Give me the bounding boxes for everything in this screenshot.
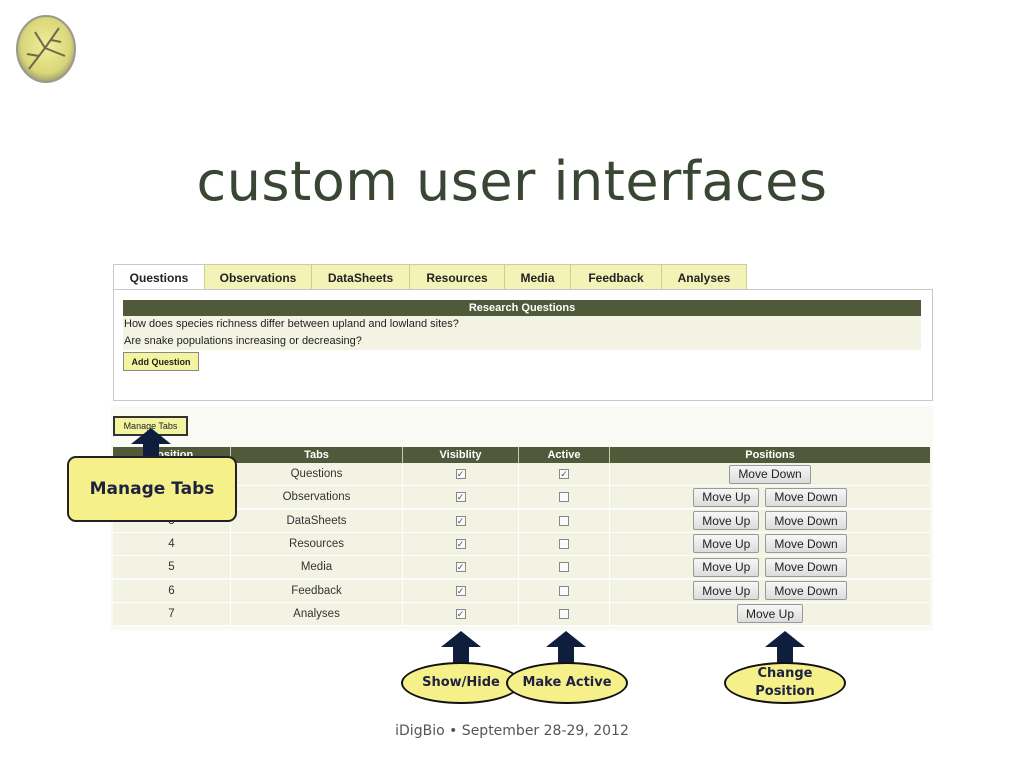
tab-name-cell: Resources <box>231 532 403 555</box>
active-checkbox[interactable] <box>559 515 569 526</box>
tab-name-cell: Media <box>231 556 403 579</box>
visibility-cell: ✓ <box>403 602 519 625</box>
active-cell <box>519 579 610 602</box>
visibility-checkbox[interactable]: ✓ <box>455 562 466 573</box>
column-header-tabs: Tabs <box>231 447 403 463</box>
column-header-visibility: Visiblity <box>403 447 519 463</box>
move-down-button[interactable]: Move Down <box>765 511 847 531</box>
tab-name-cell: Observations <box>231 486 403 509</box>
move-down-button[interactable]: Move Down <box>765 534 847 554</box>
move-down-button[interactable]: Move Down <box>765 487 847 507</box>
active-cell <box>519 602 610 625</box>
active-checkbox[interactable] <box>559 608 569 619</box>
arrow-up-icon <box>765 631 805 665</box>
show-hide-callout: Show/Hide <box>401 662 521 704</box>
tab-datasheets[interactable]: DataSheets <box>311 264 410 290</box>
visibility-cell: ✓ <box>403 532 519 555</box>
change-position-callout: Change Position <box>724 662 846 704</box>
tab-bar: Questions Observations DataSheets Resour… <box>113 264 747 290</box>
visibility-cell: ✓ <box>403 556 519 579</box>
visibility-checkbox[interactable]: ✓ <box>455 515 466 526</box>
column-header-active: Active <box>519 447 610 463</box>
move-down-button[interactable]: Move Down <box>765 557 847 577</box>
question-item[interactable]: Are snake populations increasing or decr… <box>124 335 362 347</box>
column-header-positions: Positions <box>745 449 795 461</box>
position-cell: 4 <box>113 532 231 555</box>
arrow-up-icon <box>131 428 171 462</box>
position-cell: 6 <box>113 579 231 602</box>
move-up-button[interactable]: Move Up <box>693 581 760 600</box>
tab-name-cell: Questions <box>231 463 403 485</box>
active-checkbox[interactable] <box>559 492 569 503</box>
move-up-button[interactable]: Move Up <box>693 511 760 531</box>
active-cell: ✓ <box>519 463 610 485</box>
make-active-callout: Make Active <box>506 662 628 704</box>
visibility-cell: ✓ <box>403 486 519 509</box>
visibility-cell: ✓ <box>403 463 519 485</box>
tab-name-cell: Feedback <box>231 579 403 602</box>
visibility-checkbox[interactable]: ✓ <box>455 492 466 503</box>
active-cell <box>519 532 610 555</box>
visibility-checkbox[interactable]: ✓ <box>455 538 466 549</box>
move-up-button[interactable]: Move Up <box>693 534 760 554</box>
tab-questions[interactable]: Questions <box>113 264 205 290</box>
active-checkbox[interactable] <box>559 562 569 573</box>
active-checkbox[interactable] <box>559 585 569 596</box>
questions-list: How does species richness differ between… <box>123 316 921 350</box>
tab-observations[interactable]: Observations <box>204 264 312 290</box>
positions-cell: Move Up Move Down <box>610 580 930 602</box>
research-questions-header: Research Questions <box>123 300 921 316</box>
visibility-cell: ✓ <box>403 509 519 532</box>
move-up-button[interactable]: Move Up <box>693 487 760 507</box>
active-cell <box>519 486 610 509</box>
active-checkbox[interactable]: ✓ <box>559 469 569 479</box>
active-cell <box>519 556 610 579</box>
manage-tabs-callout: Manage Tabs <box>67 456 237 522</box>
tab-analyses[interactable]: Analyses <box>661 264 747 290</box>
slide-footer: iDigBio • September 28-29, 2012 <box>395 723 629 739</box>
leaf-logo-icon <box>16 15 76 83</box>
manage-tabs-screenshot: Manage Tabs Position Tabs Visiblity Acti… <box>111 406 933 630</box>
visibility-checkbox[interactable]: ✓ <box>455 585 466 596</box>
arrow-up-icon <box>441 631 481 665</box>
visibility-checkbox[interactable]: ✓ <box>455 469 466 479</box>
tabbed-panel-screenshot: Questions Observations DataSheets Resour… <box>113 256 933 402</box>
slide-title: custom user interfaces <box>196 150 828 213</box>
question-item[interactable]: How does species richness differ between… <box>124 318 459 330</box>
move-up-button[interactable]: Move Up <box>693 557 760 577</box>
tab-feedback[interactable]: Feedback <box>570 264 662 290</box>
position-cell: 7 <box>113 602 231 625</box>
visibility-checkbox[interactable]: ✓ <box>455 608 466 619</box>
positions-cell: Move Up <box>610 603 930 625</box>
active-checkbox[interactable] <box>559 538 569 549</box>
tab-resources[interactable]: Resources <box>409 264 505 290</box>
tab-name-cell: Analyses <box>231 602 403 625</box>
arrow-up-icon <box>546 631 586 665</box>
positions-cell: Move Down <box>610 463 930 485</box>
tab-content-panel: Research Questions How does species rich… <box>113 289 933 401</box>
tab-name-cell: DataSheets <box>231 509 403 532</box>
active-cell <box>519 509 610 532</box>
position-cell: 5 <box>113 556 231 579</box>
move-down-button[interactable]: Move Down <box>729 464 811 484</box>
visibility-cell: ✓ <box>403 579 519 602</box>
tab-media[interactable]: Media <box>504 264 571 290</box>
move-up-button[interactable]: Move Up <box>736 604 804 624</box>
add-question-button[interactable]: Add Question <box>123 352 199 371</box>
move-down-button[interactable]: Move Down <box>765 581 847 600</box>
